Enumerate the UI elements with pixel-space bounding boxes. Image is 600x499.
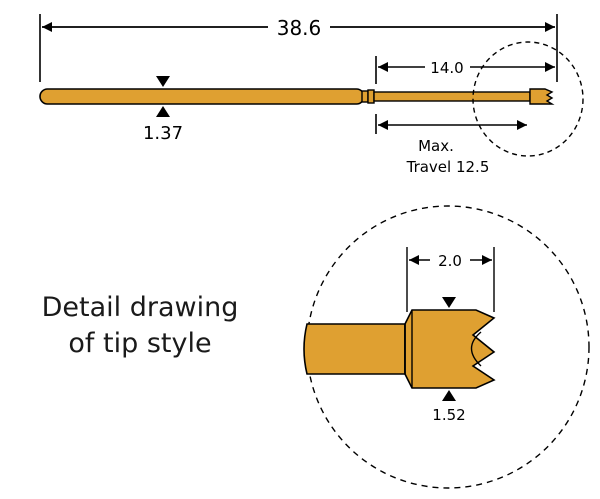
detail-plunger-shaft xyxy=(303,323,406,375)
plunger-length-dimension: 14.0 xyxy=(375,56,555,84)
max-travel-label-line2: Travel 12.5 xyxy=(406,158,490,176)
overall-length-label: 38.6 xyxy=(277,16,322,40)
barrel-diameter-label: 1.37 xyxy=(143,123,183,144)
crown-tip xyxy=(529,88,555,105)
max-travel-dimension: Max. Travel 12.5 xyxy=(375,114,527,176)
barrel xyxy=(39,88,365,105)
diameter-arrow-top xyxy=(156,76,170,87)
tip-diameter-arrow-bottom xyxy=(442,390,456,401)
crimp-ring-2 xyxy=(367,89,375,104)
plunger-length-label: 14.0 xyxy=(430,59,463,77)
probe-pin xyxy=(39,88,555,105)
detail-caption: Detail drawing of tip style xyxy=(20,290,260,362)
tip-detail xyxy=(303,309,496,389)
crown-concave-arc xyxy=(470,331,482,367)
tip-length-label: 2.0 xyxy=(438,252,462,270)
caption-line-1: Detail drawing xyxy=(41,292,239,323)
tip-diameter-dimension: 1.52 xyxy=(432,297,466,424)
diameter-arrow-bottom xyxy=(156,106,170,117)
detail-callout-circle xyxy=(472,41,584,157)
crimp-ring-1 xyxy=(361,90,369,103)
tip-diameter-label: 1.52 xyxy=(432,406,465,424)
overall-length-dimension: 38.6 xyxy=(39,14,558,82)
plunger xyxy=(373,91,531,102)
detail-crown-head xyxy=(404,309,496,389)
tip-diameter-arrow-top xyxy=(442,297,456,308)
barrel-diameter-dimension: 1.37 xyxy=(143,76,183,144)
caption-line-2: of tip style xyxy=(68,328,212,359)
tip-length-dimension: 2.0 xyxy=(406,247,495,312)
max-travel-label-line1: Max. xyxy=(418,137,454,155)
